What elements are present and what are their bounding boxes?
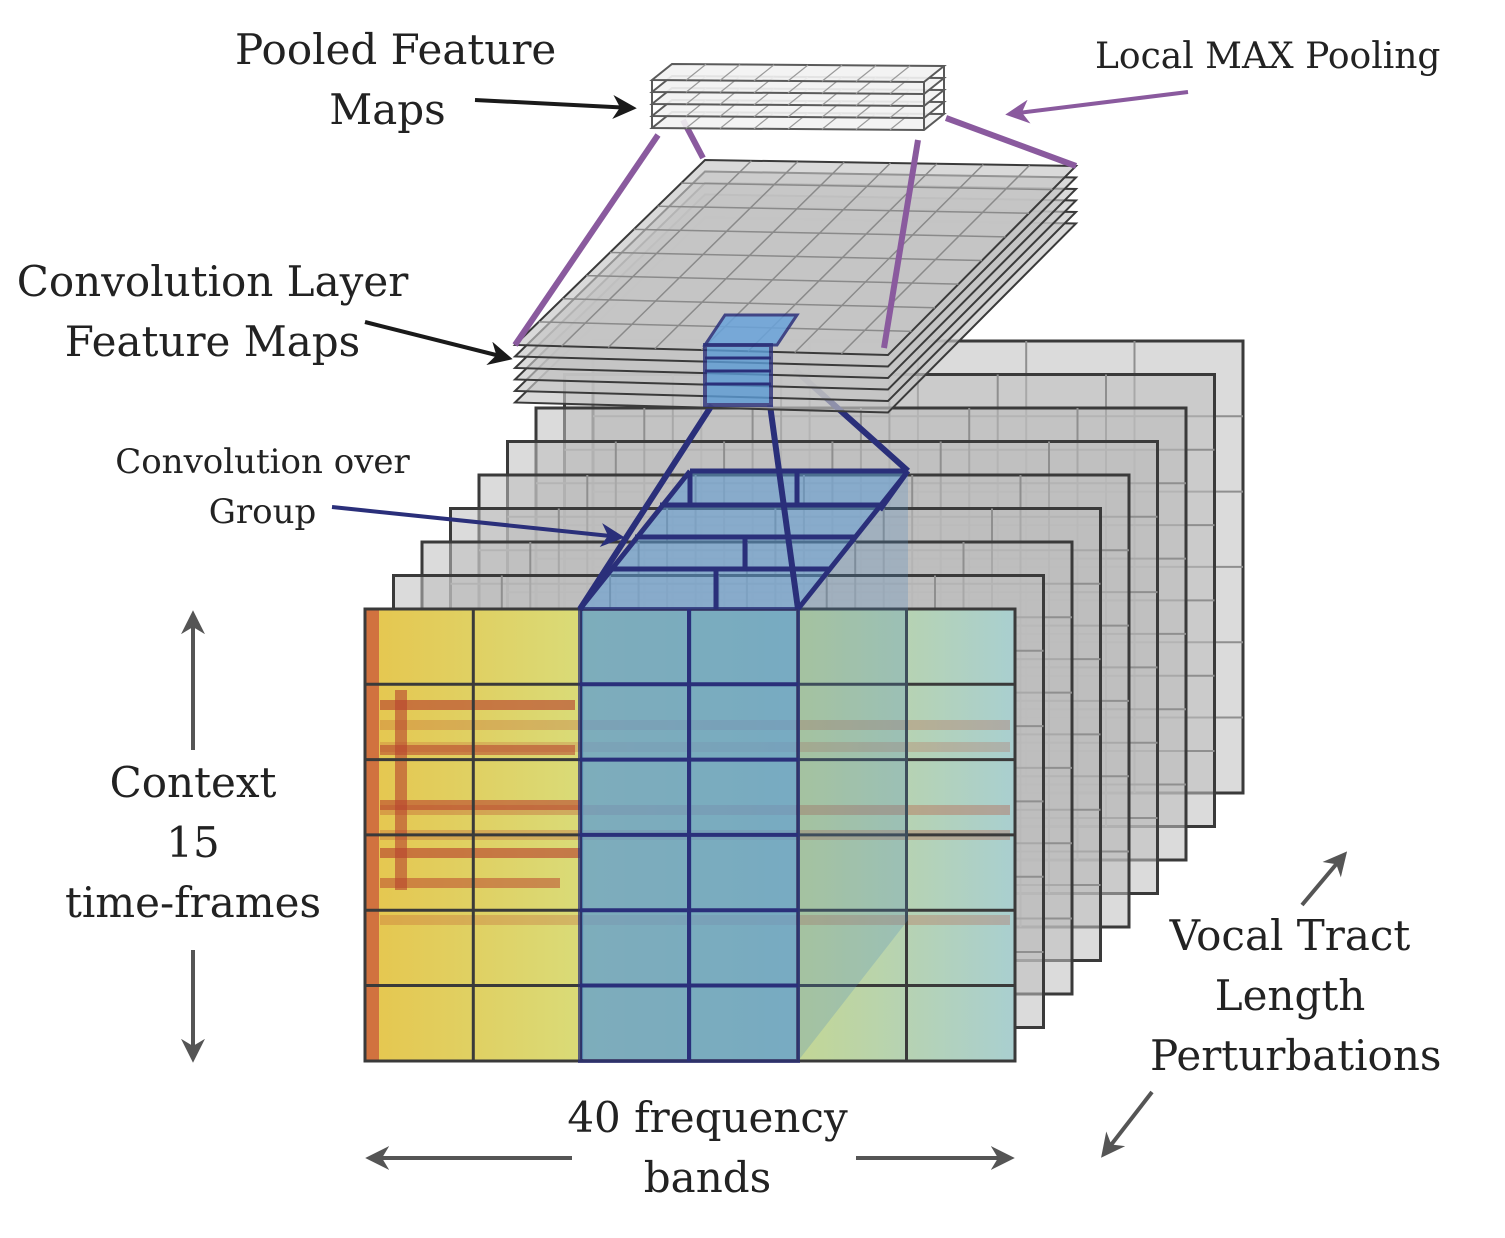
frequency-bands-label: 40 frequency bands [560, 1088, 855, 1208]
pooled-grid-line [787, 64, 809, 82]
conv-feature-grid-line [633, 228, 1006, 238]
pooled-grid-line [821, 64, 843, 82]
conv-unit-highlight [702, 313, 800, 407]
pooled-grid-line [685, 63, 707, 81]
conv-layer-feature-maps-label: Convolution Layer Feature Maps [15, 252, 410, 372]
context-time-frames-label: Context 15 time-frames [62, 753, 324, 933]
pooled-grid-line [719, 64, 741, 81]
spectrogram-band [380, 848, 580, 858]
spectrogram-band [380, 745, 575, 755]
conv-feature-grid-line [681, 182, 1053, 191]
vtlp-label-line2: Length [1214, 971, 1366, 1020]
vtlp-up-arrow [1300, 851, 1348, 907]
conv-feature-grid-line [657, 205, 1030, 214]
context-label-line2: 15 [166, 818, 220, 867]
pooled-grid-line [855, 65, 877, 82]
conv-layer-arrow [364, 320, 513, 365]
vtlp-label-line1: Vocal Tract [1169, 911, 1411, 960]
conv-layer-feature-maps [512, 158, 1079, 414]
spectrogram-band [380, 878, 560, 888]
spectrogram-band [380, 700, 575, 710]
vtlp-down-arrow [1101, 1090, 1154, 1158]
pooled-grid-line [753, 64, 775, 82]
pooled-grid-line [889, 65, 911, 83]
vtlp-label-line3: Perturbations [1150, 1031, 1442, 1080]
conv-group-arrow [331, 505, 625, 547]
context-label-line3: time-frames [64, 878, 322, 927]
vocal-tract-length-perturbations-label: Vocal Tract Length Perturbations [1150, 906, 1442, 1086]
conv-layer-label-line2: Feature Maps [64, 317, 361, 366]
pooled-arrow [474, 95, 637, 120]
pooling-connections [512, 115, 1078, 349]
freq-label-line1: 40 frequency [567, 1093, 848, 1142]
spectrogram-band [395, 690, 407, 890]
pooled-label-line2: Maps [329, 85, 446, 134]
conv-group-label-line2: Group [208, 492, 317, 532]
conv-feature-grid-line [562, 298, 936, 309]
pooled-feature-maps-label: Pooled Feature Maps [235, 20, 557, 140]
freq-label-line2: bands [643, 1153, 772, 1202]
convolution-group-volume [577, 367, 911, 1063]
convolution-over-group-label: Convolution over Group [110, 437, 415, 537]
convolution-group-grid [580, 609, 798, 1061]
pooled-label-line1: Pooled Feature [235, 25, 557, 74]
local-max-pooling-label: Local MAX Pooling [1095, 36, 1441, 77]
conv-layer-label-line1: Convolution Layer [16, 257, 409, 306]
conv-feature-grid-line [609, 251, 983, 262]
conv-group-label-line1: Convolution over [115, 442, 410, 482]
context-label-line1: Context [109, 758, 277, 807]
pooled-feature-maps [649, 62, 947, 132]
spectrogram-band [380, 800, 580, 810]
local-max-arrow [1005, 90, 1189, 124]
